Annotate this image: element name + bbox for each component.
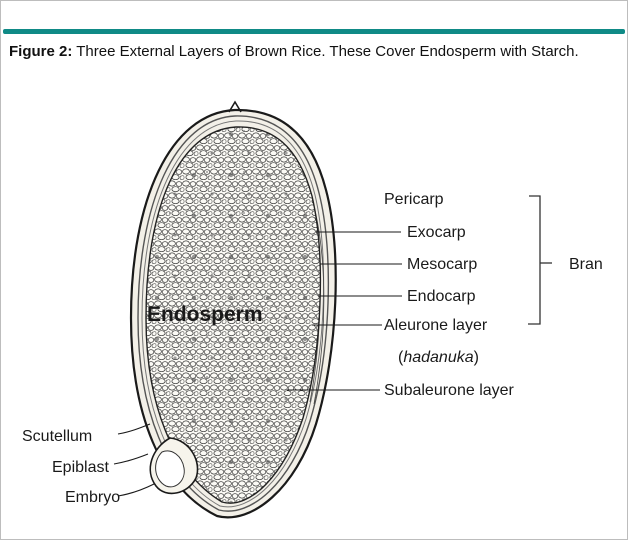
aleurone-label: Aleurone layer <box>384 317 488 334</box>
scutellum-label: Scutellum <box>22 428 92 445</box>
epiblast-label: Epiblast <box>52 459 109 476</box>
bran-label: Bran <box>569 256 603 273</box>
subaleurone-label: Subaleurone layer <box>384 382 515 399</box>
pericarp-label: Pericarp <box>384 191 444 208</box>
exocarp-label: Exocarp <box>407 224 466 241</box>
mesocarp-label: Mesocarp <box>407 256 477 273</box>
endosperm-label: Endosperm <box>147 303 263 326</box>
embryo-leader-lines <box>114 424 154 496</box>
endocarp-label: Endocarp <box>407 288 476 305</box>
hadanuka-term: hadanuka <box>403 349 473 366</box>
bran-bracket <box>528 196 552 324</box>
hadanuka-label: (hadanuka) <box>398 349 479 366</box>
embryo-label: Embryo <box>65 489 120 506</box>
